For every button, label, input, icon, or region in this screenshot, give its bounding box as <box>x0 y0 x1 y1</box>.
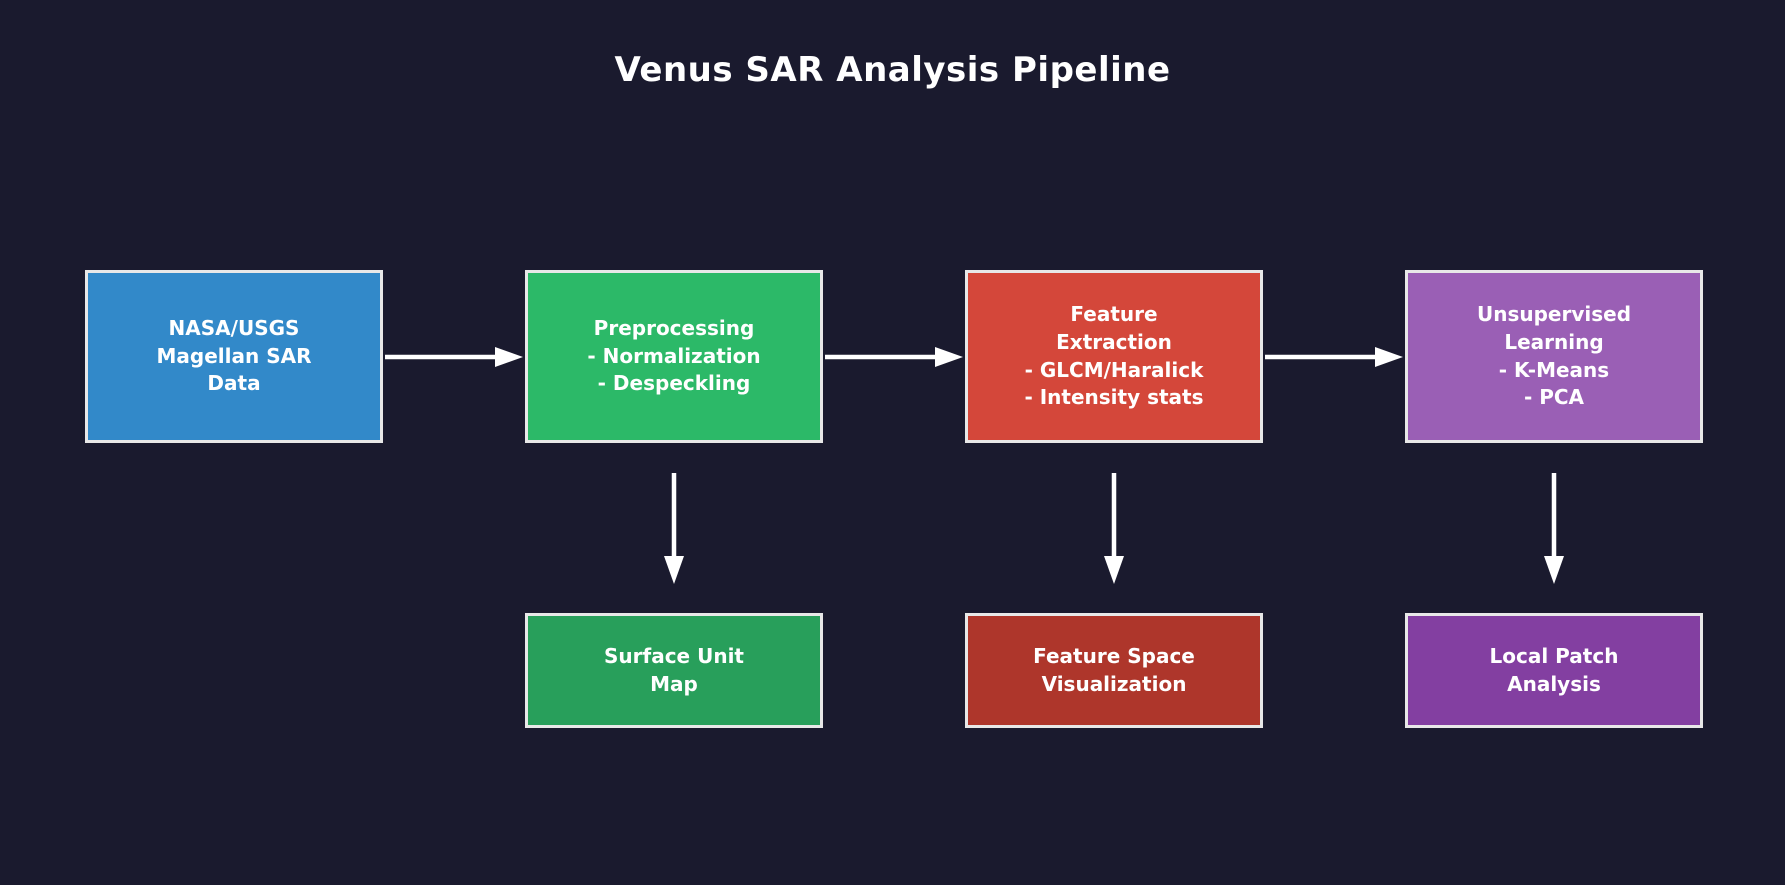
stage-unsupervised-learning-box: Unsupervised Learning - K-Means - PCA <box>1405 270 1703 443</box>
output-feature-space-visualization-label: Feature Space Visualization <box>1033 643 1195 696</box>
arrow-feature-extraction-to-feature-space-visualization <box>1104 473 1124 584</box>
output-surface-unit-map-box: Surface Unit Map <box>525 613 823 728</box>
stage-feature-extraction-box: Feature Extraction - GLCM/Haralick - Int… <box>965 270 1263 443</box>
output-local-patch-analysis-label: Local Patch Analysis <box>1489 643 1619 696</box>
arrow-preprocessing-to-surface-unit-map <box>664 473 684 584</box>
output-local-patch-analysis-box: Local Patch Analysis <box>1405 613 1703 728</box>
stage-feature-extraction-label: Feature Extraction - GLCM/Haralick - Int… <box>1024 302 1204 410</box>
stage-preprocessing-label: Preprocessing - Normalization - Despeckl… <box>587 316 761 396</box>
stage-unsupervised-learning-label: Unsupervised Learning - K-Means - PCA <box>1476 302 1632 410</box>
stage-preprocessing-box: Preprocessing - Normalization - Despeckl… <box>525 270 823 443</box>
arrow-preprocessing-to-feature-extraction <box>825 347 963 367</box>
stage-input-box: NASA/USGS Magellan SAR Data <box>85 270 383 443</box>
arrow-unsupervised-learning-to-local-patch-analysis <box>1544 473 1564 584</box>
output-surface-unit-map-label: Surface Unit Map <box>604 643 744 696</box>
stage-input-label: NASA/USGS Magellan SAR Data <box>156 316 312 396</box>
arrow-feature-extraction-to-unsupervised-learning <box>1265 347 1403 367</box>
diagram-title: Venus SAR Analysis Pipeline <box>614 50 1171 90</box>
output-feature-space-visualization-box: Feature Space Visualization <box>965 613 1263 728</box>
arrow-input-to-preprocessing <box>385 347 523 367</box>
